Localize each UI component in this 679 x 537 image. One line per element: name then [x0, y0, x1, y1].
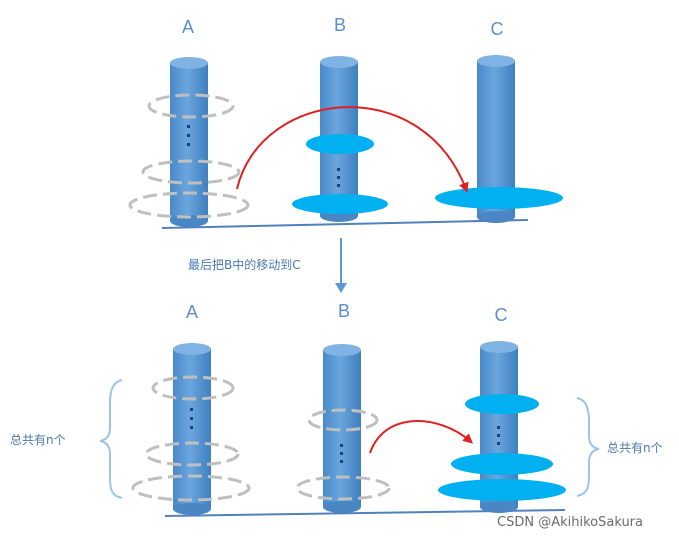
left-brace	[99, 379, 123, 499]
bottom-b-ring-2	[295, 475, 391, 501]
top-peg-a	[170, 57, 208, 227]
bottom-scene: A B C 总共有n个	[10, 301, 663, 517]
top-move-arrow	[236, 106, 469, 193]
top-b-disk-2	[292, 194, 388, 214]
bottom-peg-a	[173, 343, 211, 515]
top-scene: A B C	[128, 15, 563, 229]
transition-caption: 最后把B中的移动到C	[188, 257, 301, 272]
top-c-disk	[435, 187, 563, 209]
bottom-c-disk-1	[465, 394, 539, 414]
bottom-a-ring-2	[144, 441, 240, 467]
top-base-line	[161, 219, 529, 229]
watermark: CSDN @AkihikoSakura	[497, 515, 643, 530]
left-brace-label: 总共有n个	[10, 433, 66, 447]
right-brace	[576, 397, 600, 497]
right-brace-label: 总共有n个	[607, 441, 663, 455]
top-peg-label-a: A	[182, 17, 194, 37]
top-a-ring-2	[141, 159, 241, 185]
bottom-peg-label-c: C	[495, 305, 508, 325]
bottom-a-ring-1	[151, 375, 235, 401]
bottom-b-ring-1	[307, 408, 379, 432]
bottom-a-ring-3	[131, 474, 251, 502]
top-peg-label-b: B	[334, 15, 346, 35]
bottom-c-disk-2	[451, 453, 553, 475]
bottom-c-disk-3	[438, 479, 566, 501]
top-a-ring-3	[128, 191, 250, 219]
top-a-ring-1	[147, 93, 235, 119]
down-arrow-icon	[335, 238, 347, 293]
top-peg-label-c: C	[491, 19, 504, 39]
bottom-move-arrow	[369, 420, 474, 454]
top-b-disk-1	[306, 134, 374, 154]
bottom-peg-label-a: A	[186, 302, 198, 322]
bottom-peg-label-b: B	[338, 301, 350, 321]
